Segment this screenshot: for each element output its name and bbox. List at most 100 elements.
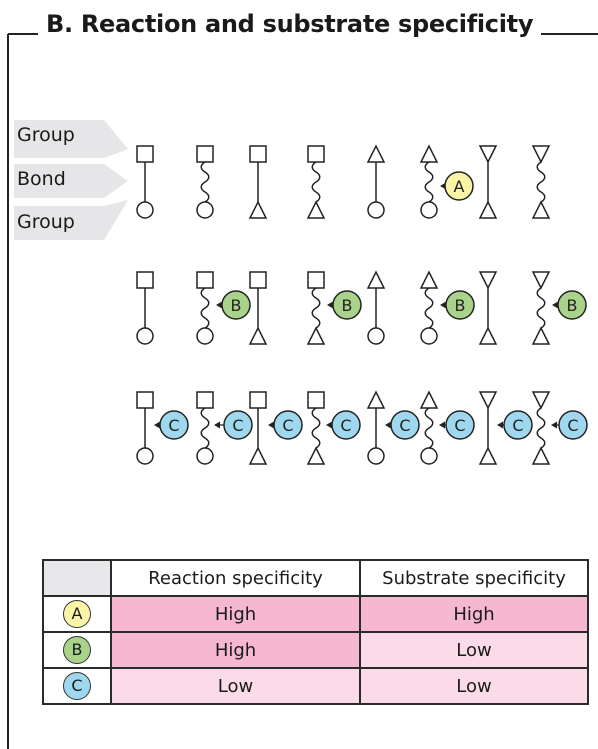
- row2-b-1-enzyme-circle: [221, 290, 251, 320]
- row2-b-4-arrow-head: [552, 301, 558, 309]
- row1-molecule-2-square-group: [196, 145, 214, 163]
- legend-bond-label: Bond: [17, 168, 66, 190]
- row2-molecule-2-square-group: [196, 271, 214, 289]
- diagram-title: B. Reaction and substrate specificity: [38, 10, 542, 38]
- row2-b-4-enzyme-circle: [557, 290, 587, 320]
- row2-molecule-1-circle-group: [136, 327, 154, 345]
- row3-c-6-enzyme-label: C: [454, 416, 465, 435]
- row3-c-5-enzyme-label: C: [399, 416, 410, 435]
- enzyme-a-badge: A: [63, 600, 91, 628]
- row2-b-3-arrow-head: [440, 301, 446, 309]
- row1-molecule-5-circle-group: [367, 201, 385, 219]
- row2-molecule-7-triangle-group: [478, 326, 498, 345]
- row1-molecule-8-wavy-bond: [536, 161, 546, 203]
- legend-group-top-label: Group: [17, 124, 75, 146]
- legend-tab-bond: [14, 164, 128, 198]
- row-c-reaction: Low: [110, 667, 361, 705]
- row1-a-enzyme-circle: [444, 171, 474, 201]
- row1-molecule-1-circle-group: [136, 201, 154, 219]
- row1-molecule-5-triangle-group: [366, 144, 386, 163]
- table-row-b: B High Low: [42, 631, 589, 669]
- row1-molecule-2-wavy-bond: [200, 161, 210, 203]
- enzyme-c-badge: C: [63, 672, 91, 700]
- row-b-reaction: High: [110, 631, 361, 669]
- row3-c-7-enzyme-label: C: [512, 416, 523, 435]
- row1-molecule-8-inverted-triangle-group: [531, 145, 551, 164]
- row2-molecule-4-wavy-bond: [311, 287, 321, 329]
- row1-molecule-7-inverted-triangle-group: [478, 145, 498, 164]
- row3-c-6-arrow-head: [439, 421, 445, 429]
- row3-c-6-enzyme-circle: [445, 410, 475, 440]
- row1-molecule-1-square-group: [136, 145, 154, 163]
- row1-molecule-2-circle-group: [196, 201, 214, 219]
- row-c-key: C: [42, 667, 112, 705]
- row3-molecule-1-square-group: [136, 391, 154, 409]
- row-a-substrate: High: [359, 595, 589, 633]
- row3-c-3-arrow-head: [268, 421, 274, 429]
- legend-tab-group-bottom: [14, 200, 128, 240]
- row1-molecule-4-square-group: [307, 145, 325, 163]
- row2-molecule-5-triangle-group: [366, 270, 386, 289]
- row-b-substrate: Low: [359, 631, 589, 669]
- row3-molecule-6-wavy-bond: [424, 407, 434, 449]
- row1-molecule-8-triangle-group: [531, 200, 551, 219]
- row2-molecule-7-inverted-triangle-group: [478, 271, 498, 290]
- row3-c-7-arrow-head: [497, 421, 503, 429]
- row3-molecule-6-circle-group: [420, 447, 438, 465]
- row3-molecule-6-triangle-group: [419, 390, 439, 409]
- header-reaction-specificity: Reaction specificity: [110, 559, 361, 597]
- row1-molecule-6-wavy-bond: [424, 161, 434, 203]
- enzyme-b-badge: B: [63, 636, 91, 664]
- table-row-a: A High High: [42, 595, 589, 633]
- row3-molecule-4-square-group: [307, 391, 325, 409]
- row2-b-1-enzyme-label: B: [231, 296, 242, 315]
- row3-molecule-5-triangle-group: [366, 390, 386, 409]
- row2-b-1-arrow-head: [216, 301, 222, 309]
- row-a-key: A: [42, 595, 112, 633]
- row3-c-3-enzyme-circle: [273, 410, 303, 440]
- row3-molecule-3-triangle-group: [248, 446, 268, 465]
- row3-molecule-8-wavy-bond: [536, 407, 546, 449]
- row2-molecule-2-wavy-bond: [200, 287, 210, 329]
- row3-molecule-8-triangle-group: [531, 446, 551, 465]
- row3-c-4-enzyme-label: C: [340, 416, 351, 435]
- row2-molecule-8-wavy-bond: [536, 287, 546, 329]
- row3-c-8-enzyme-label: C: [567, 416, 578, 435]
- row-a-reaction: High: [110, 595, 361, 633]
- row3-molecule-2-wavy-bond: [200, 407, 210, 449]
- row1-molecule-6-circle-group: [420, 201, 438, 219]
- row3-c-1-enzyme-label: C: [168, 416, 179, 435]
- specificity-table: Reaction specificity Substrate specifici…: [42, 559, 589, 705]
- legend-tab-group-top: [14, 120, 128, 158]
- row3-molecule-7-inverted-triangle-group: [478, 391, 498, 410]
- table-row-c: C Low Low: [42, 667, 589, 705]
- row3-molecule-4-wavy-bond: [311, 407, 321, 449]
- row2-molecule-6-circle-group: [420, 327, 438, 345]
- row2-molecule-5-circle-group: [367, 327, 385, 345]
- row2-b-2-enzyme-label: B: [342, 296, 353, 315]
- row3-c-1-arrow-head: [154, 421, 160, 429]
- row2-molecule-3-triangle-group: [248, 326, 268, 345]
- row1-molecule-6-triangle-group: [419, 144, 439, 163]
- row1-molecule-3-triangle-group: [248, 200, 268, 219]
- row2-molecule-8-triangle-group: [531, 326, 551, 345]
- row3-molecule-3-square-group: [249, 391, 267, 409]
- row3-c-4-arrow-head: [326, 421, 332, 429]
- row3-c-8-enzyme-circle: [558, 410, 588, 440]
- row3-c-5-arrow-head: [385, 421, 391, 429]
- row3-molecule-5-circle-group: [367, 447, 385, 465]
- legend-group-bottom-label: Group: [17, 211, 75, 233]
- row1-molecule-4-wavy-bond: [311, 161, 321, 203]
- row3-c-8-arrow-head: [551, 421, 557, 429]
- row1-a-enzyme-label: A: [454, 177, 465, 196]
- row2-b-4-enzyme-label: B: [567, 296, 578, 315]
- row2-b-2-enzyme-circle: [332, 290, 362, 320]
- row2-molecule-4-triangle-group: [306, 326, 326, 345]
- row2-molecule-6-wavy-bond: [424, 287, 434, 329]
- row3-c-4-enzyme-circle: [331, 410, 361, 440]
- table-header-row: Reaction specificity Substrate specifici…: [42, 559, 589, 597]
- row3-c-2-enzyme-label: C: [232, 416, 243, 435]
- row-b-key: B: [42, 631, 112, 669]
